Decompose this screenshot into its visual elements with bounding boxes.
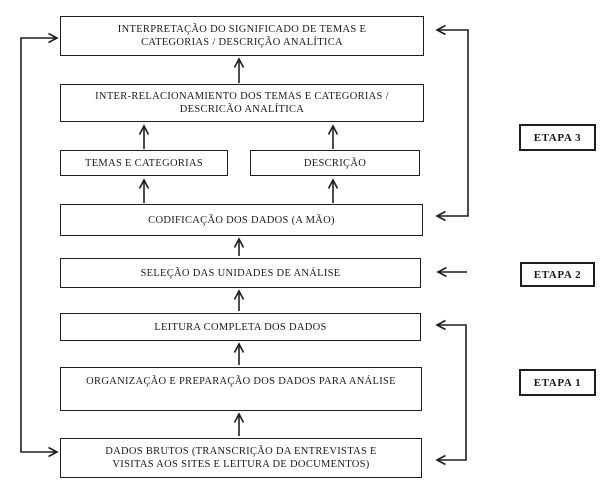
box-dados-brutos-line1: DADOS BRUTOS (TRANSCRIÇÃO DA ENTREVISTAS… — [105, 446, 377, 457]
box-selecao-label: SELEÇÃO DAS UNIDADES DE ANÁLISE — [140, 267, 341, 279]
bracket-etapa3 — [435, 24, 469, 222]
stage-label-etapa-3: ETAPA 3 — [533, 131, 582, 144]
box-inter-relacionamento-line1: INTER-RELACIONAMIENTO DOS TEMAS E CATEGO… — [95, 91, 389, 102]
box-codificacao-label: CODIFICAÇÃO DOS DADOS (A MÃO) — [148, 214, 335, 226]
box-descricao-label: DESCRIÇÃO — [303, 157, 367, 169]
box-selecao: SELEÇÃO DAS UNIDADES DE ANÁLISE — [60, 258, 421, 288]
box-interpretacao-line2: CATEGORIAS / DESCRIÇÃO ANALÍTICA — [141, 37, 343, 48]
stage-label-etapa-1: ETAPA 1 — [533, 376, 582, 389]
box-dados-brutos-line2: VISITAS AOS SITES E LEITURA DE DOCUMENTO… — [112, 459, 370, 470]
stage-box-etapa-2: ETAPA 2 — [520, 262, 595, 287]
box-temas-categorias-label: TEMAS E CATEGORIAS — [85, 157, 203, 169]
box-organizacao: ORGANIZAÇÃO E PREPARAÇÃO DOS DADOS PARA … — [60, 367, 422, 411]
box-leitura: LEITURA COMPLETA DOS DADOS — [60, 313, 421, 341]
stage-box-etapa-3: ETAPA 3 — [519, 124, 596, 151]
box-leitura-label: LEITURA COMPLETA DOS DADOS — [154, 321, 327, 333]
box-temas-categorias: TEMAS E CATEGORIAS — [60, 150, 228, 176]
stage-box-etapa-1: ETAPA 1 — [519, 369, 596, 396]
box-dados-brutos: DADOS BRUTOS (TRANSCRIÇÃO DA ENTREVISTAS… — [60, 438, 422, 478]
box-inter-relacionamento-line2: DESCRICÃO ANALÍTICA — [179, 104, 305, 115]
bracket-left-feedback — [20, 32, 59, 458]
bracket-etapa1 — [435, 319, 467, 466]
box-codificacao: CODIFICAÇÃO DOS DADOS (A MÃO) — [60, 204, 423, 236]
box-interpretacao: INTERPRETAÇÃO DO SIGNIFICADO DE TEMAS E … — [60, 16, 424, 56]
stage-label-etapa-2: ETAPA 2 — [533, 268, 582, 281]
box-inter-relacionamento: INTER-RELACIONAMIENTO DOS TEMAS E CATEGO… — [60, 84, 424, 122]
box-organizacao-label: ORGANIZAÇÃO E PREPARAÇÃO DOS DADOS PARA … — [86, 376, 396, 387]
box-interpretacao-line1: INTERPRETAÇÃO DO SIGNIFICADO DE TEMAS E — [117, 24, 367, 35]
box-descricao: DESCRIÇÃO — [250, 150, 420, 176]
